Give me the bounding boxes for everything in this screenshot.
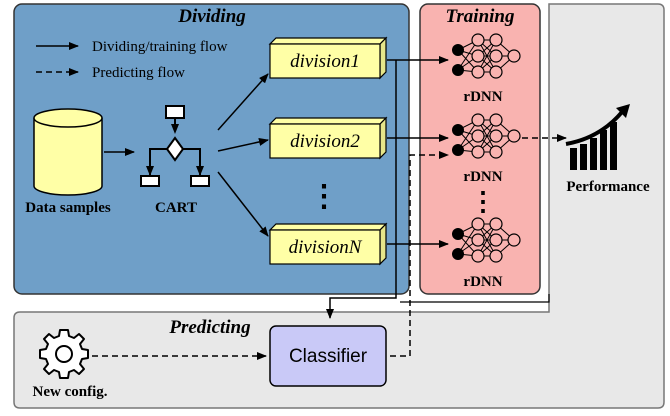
division-label-1: division1	[290, 51, 360, 72]
cart-label: CART	[155, 200, 197, 216]
arrow-cart-to-division1	[217, 73, 269, 131]
rdnn-label-2: rDNN	[463, 169, 502, 185]
predicting-title: Predicting	[168, 317, 250, 338]
bar-chart-icon	[565, 104, 630, 170]
rdnn-label-1: rDNN	[463, 89, 502, 105]
division-ellipsis: ⋮	[309, 180, 339, 213]
gear-icon	[39, 329, 89, 379]
tree-arrowhead-3	[196, 166, 204, 176]
performance-label: Performance	[566, 179, 650, 195]
neural-network-icon	[452, 33, 521, 79]
division-box-2: division2	[268, 116, 388, 160]
database-icon	[33, 108, 103, 196]
division-box-n: divisionN	[268, 222, 388, 266]
arrow-cart-to-division2	[217, 138, 269, 152]
division-box-1: division1	[268, 36, 388, 80]
classifier-label: Classifier	[289, 346, 368, 367]
training-title: Training	[446, 6, 515, 27]
division-label-n: divisionN	[289, 237, 363, 258]
flow-cart-to-classifier	[326, 60, 397, 319]
rdnn-label-3: rDNN	[463, 274, 502, 290]
legend-dashed-label: Predicting flow	[92, 65, 185, 81]
tree-arrowhead-2	[146, 166, 154, 176]
dividing-title: Dividing	[177, 6, 246, 27]
tree-icon	[140, 105, 210, 187]
classifier-box: Classifier	[269, 325, 387, 387]
tree-arrowhead-1	[171, 124, 179, 134]
data-samples-label: Data samples	[25, 200, 111, 216]
new-config-label: New config.	[33, 384, 108, 400]
neural-network-icon	[452, 113, 521, 159]
division-label-2: division2	[290, 131, 360, 152]
rdnn-ellipsis: ⋮	[470, 187, 496, 216]
legend-solid-label: Dividing/training flow	[92, 39, 228, 55]
arrow-cart-to-divisionN	[217, 171, 269, 237]
connector-training-to-predicting	[400, 294, 550, 303]
neural-network-icon	[452, 217, 521, 263]
legend: Dividing/training flow Predicting flow	[36, 39, 228, 81]
flow-classifier-to-rdnn2	[390, 151, 449, 357]
